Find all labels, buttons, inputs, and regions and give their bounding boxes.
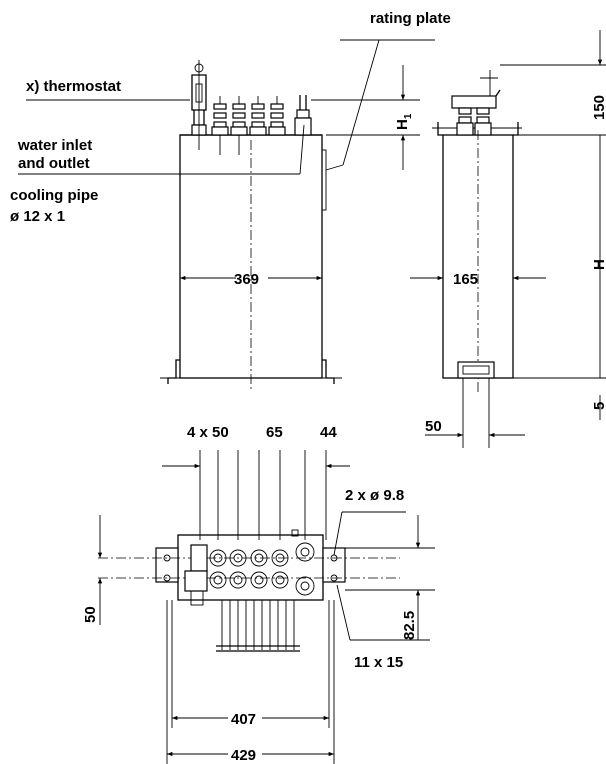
dim-slot: 11 x 15 [354, 654, 403, 671]
bushing-1 [211, 96, 229, 155]
dim-65: 65 [266, 424, 283, 441]
dim-369: 369 [234, 271, 259, 288]
rating-plate-strip [321, 149, 327, 211]
label-cooling-1: cooling pipe [10, 187, 98, 204]
dim-429: 429 [231, 747, 256, 764]
dim-44: 44 [320, 424, 337, 441]
bushing-2 [230, 96, 248, 155]
cooling-pipe-connector [294, 95, 312, 136]
label-water-1: water inlet [17, 137, 92, 154]
dim-h: H [591, 259, 606, 270]
front-foot-right [322, 359, 335, 384]
side-view: 165 50 150 H 5 [410, 30, 606, 448]
dim-4x50: 4 x 50 [187, 424, 229, 441]
bushing-3 [249, 96, 267, 136]
front-foot-left [167, 359, 180, 384]
dim-407: 407 [231, 711, 256, 728]
label-cooling-2: ø 12 x 1 [10, 208, 65, 225]
dim-h1: H1 [394, 113, 414, 130]
plan-view: 4 x 50 65 44 [82, 424, 435, 764]
terminal-grid [209, 529, 315, 596]
dim-holes: 2 x ø 9.8 [345, 487, 404, 504]
dim-left-50: 50 [82, 606, 99, 623]
dim-foot-50: 50 [425, 418, 442, 435]
label-water-2: and outlet [18, 155, 90, 172]
dim-82-5: 82.5 [401, 611, 418, 640]
bushing-4 [268, 96, 286, 136]
dim-5: 5 [591, 402, 606, 410]
dim-165: 165 [453, 271, 478, 288]
front-view: H1 369 [160, 39, 435, 392]
thermostat-icon [191, 60, 207, 150]
dim-150: 150 [591, 95, 606, 120]
label-rating-plate: rating plate [370, 10, 451, 27]
label-thermostat: x) thermostat [26, 78, 121, 95]
